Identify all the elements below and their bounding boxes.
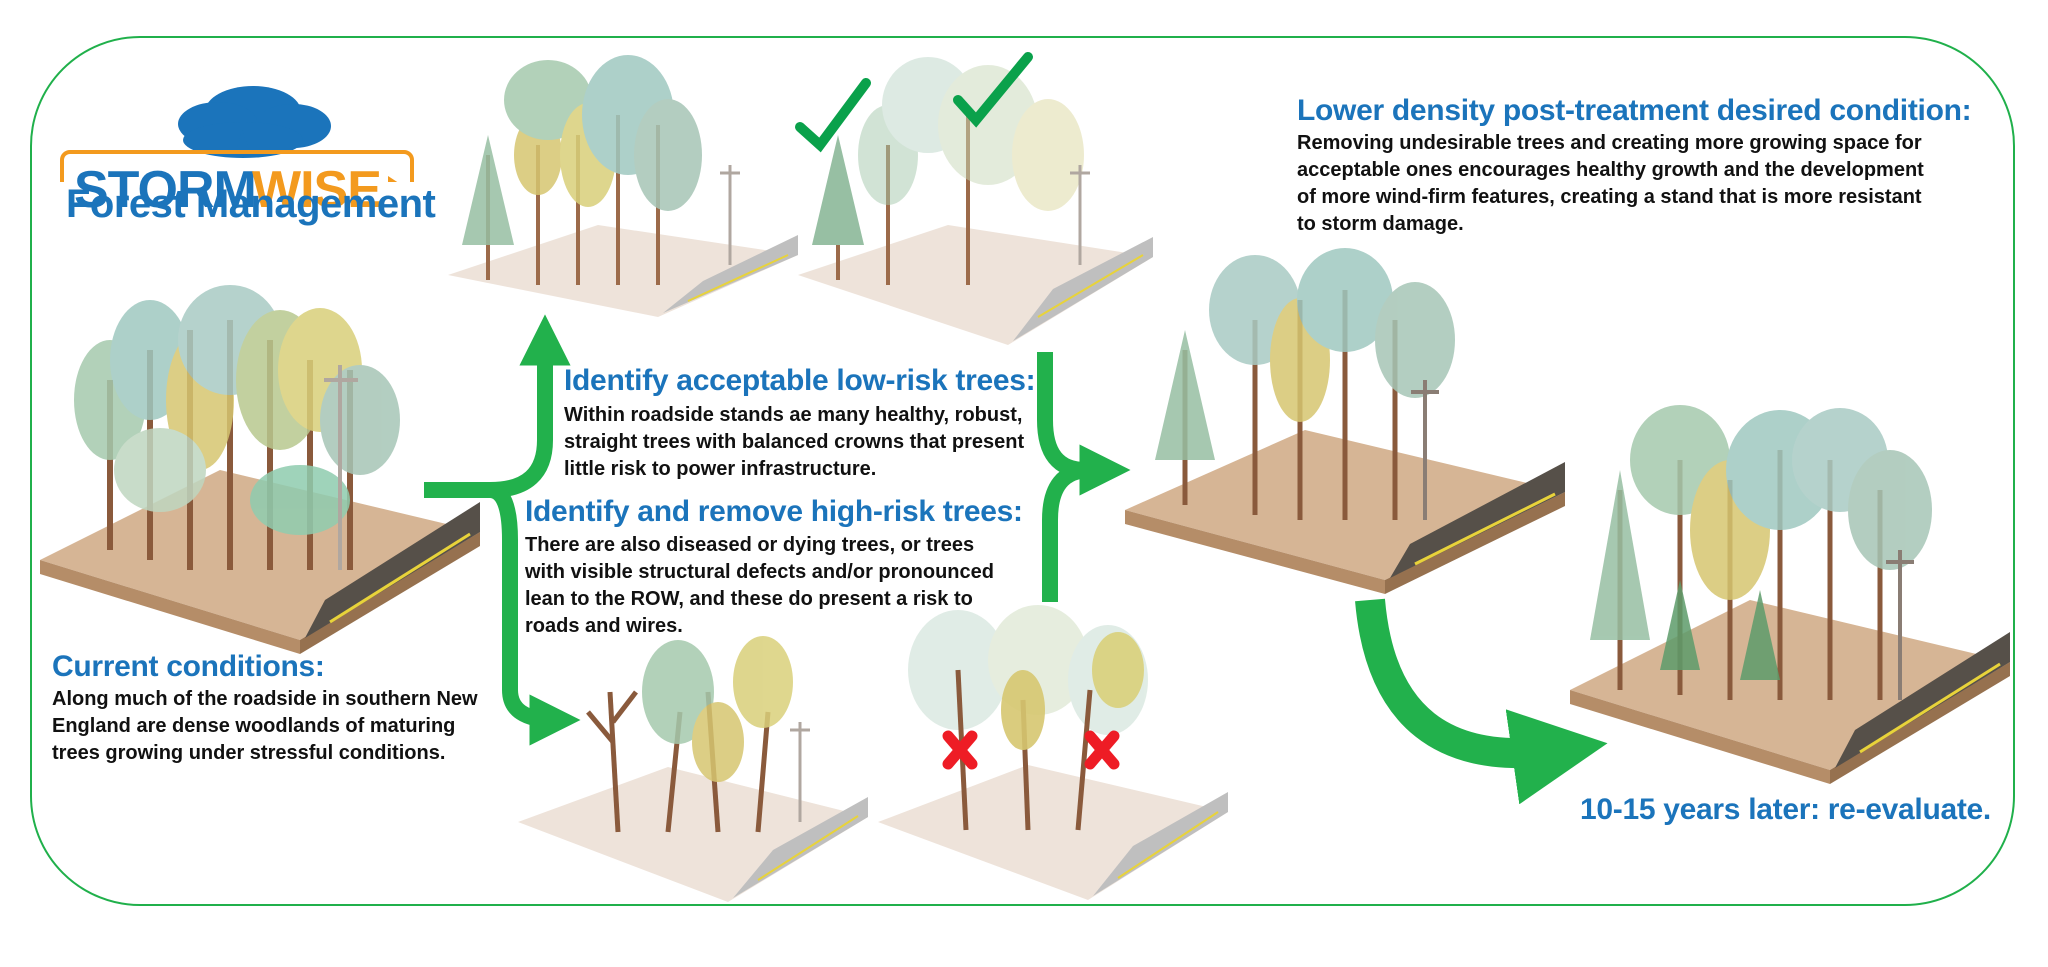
desired-condition-text: Removing undesirable trees and creating … — [1297, 130, 1937, 238]
current-forest-illustration — [40, 270, 480, 650]
check-icon — [800, 83, 866, 145]
high-risk-trees-marked-illustration — [878, 600, 1228, 905]
current-conditions-text: Along much of the roadside in southern N… — [52, 686, 497, 767]
future-forest-illustration — [1570, 400, 2010, 785]
desired-condition-title: Lower density post-treatment desired con… — [1297, 96, 1971, 126]
x-mark-icon — [1090, 736, 1114, 764]
acceptable-trees-text: Within roadside stands ae many healthy, … — [564, 402, 1039, 483]
high-risk-trees-text: There are also diseased or dying trees, … — [525, 532, 1000, 640]
acceptable-trees-title: Identify acceptable low-risk trees: — [564, 366, 1035, 396]
re-evaluate-title: 10-15 years later: re-evaluate. — [1580, 795, 1991, 825]
current-conditions-title: Current conditions: — [52, 652, 325, 682]
high-risk-trees-title: Identify and remove high-risk trees: — [525, 497, 1023, 527]
curved-later-arrow — [1370, 600, 1560, 753]
acceptable-trees-marked-illustration — [798, 45, 1153, 355]
desired-condition-illustration — [1125, 230, 1570, 615]
acceptable-trees-illustration — [448, 45, 798, 315]
high-risk-trees-illustration — [518, 632, 868, 902]
